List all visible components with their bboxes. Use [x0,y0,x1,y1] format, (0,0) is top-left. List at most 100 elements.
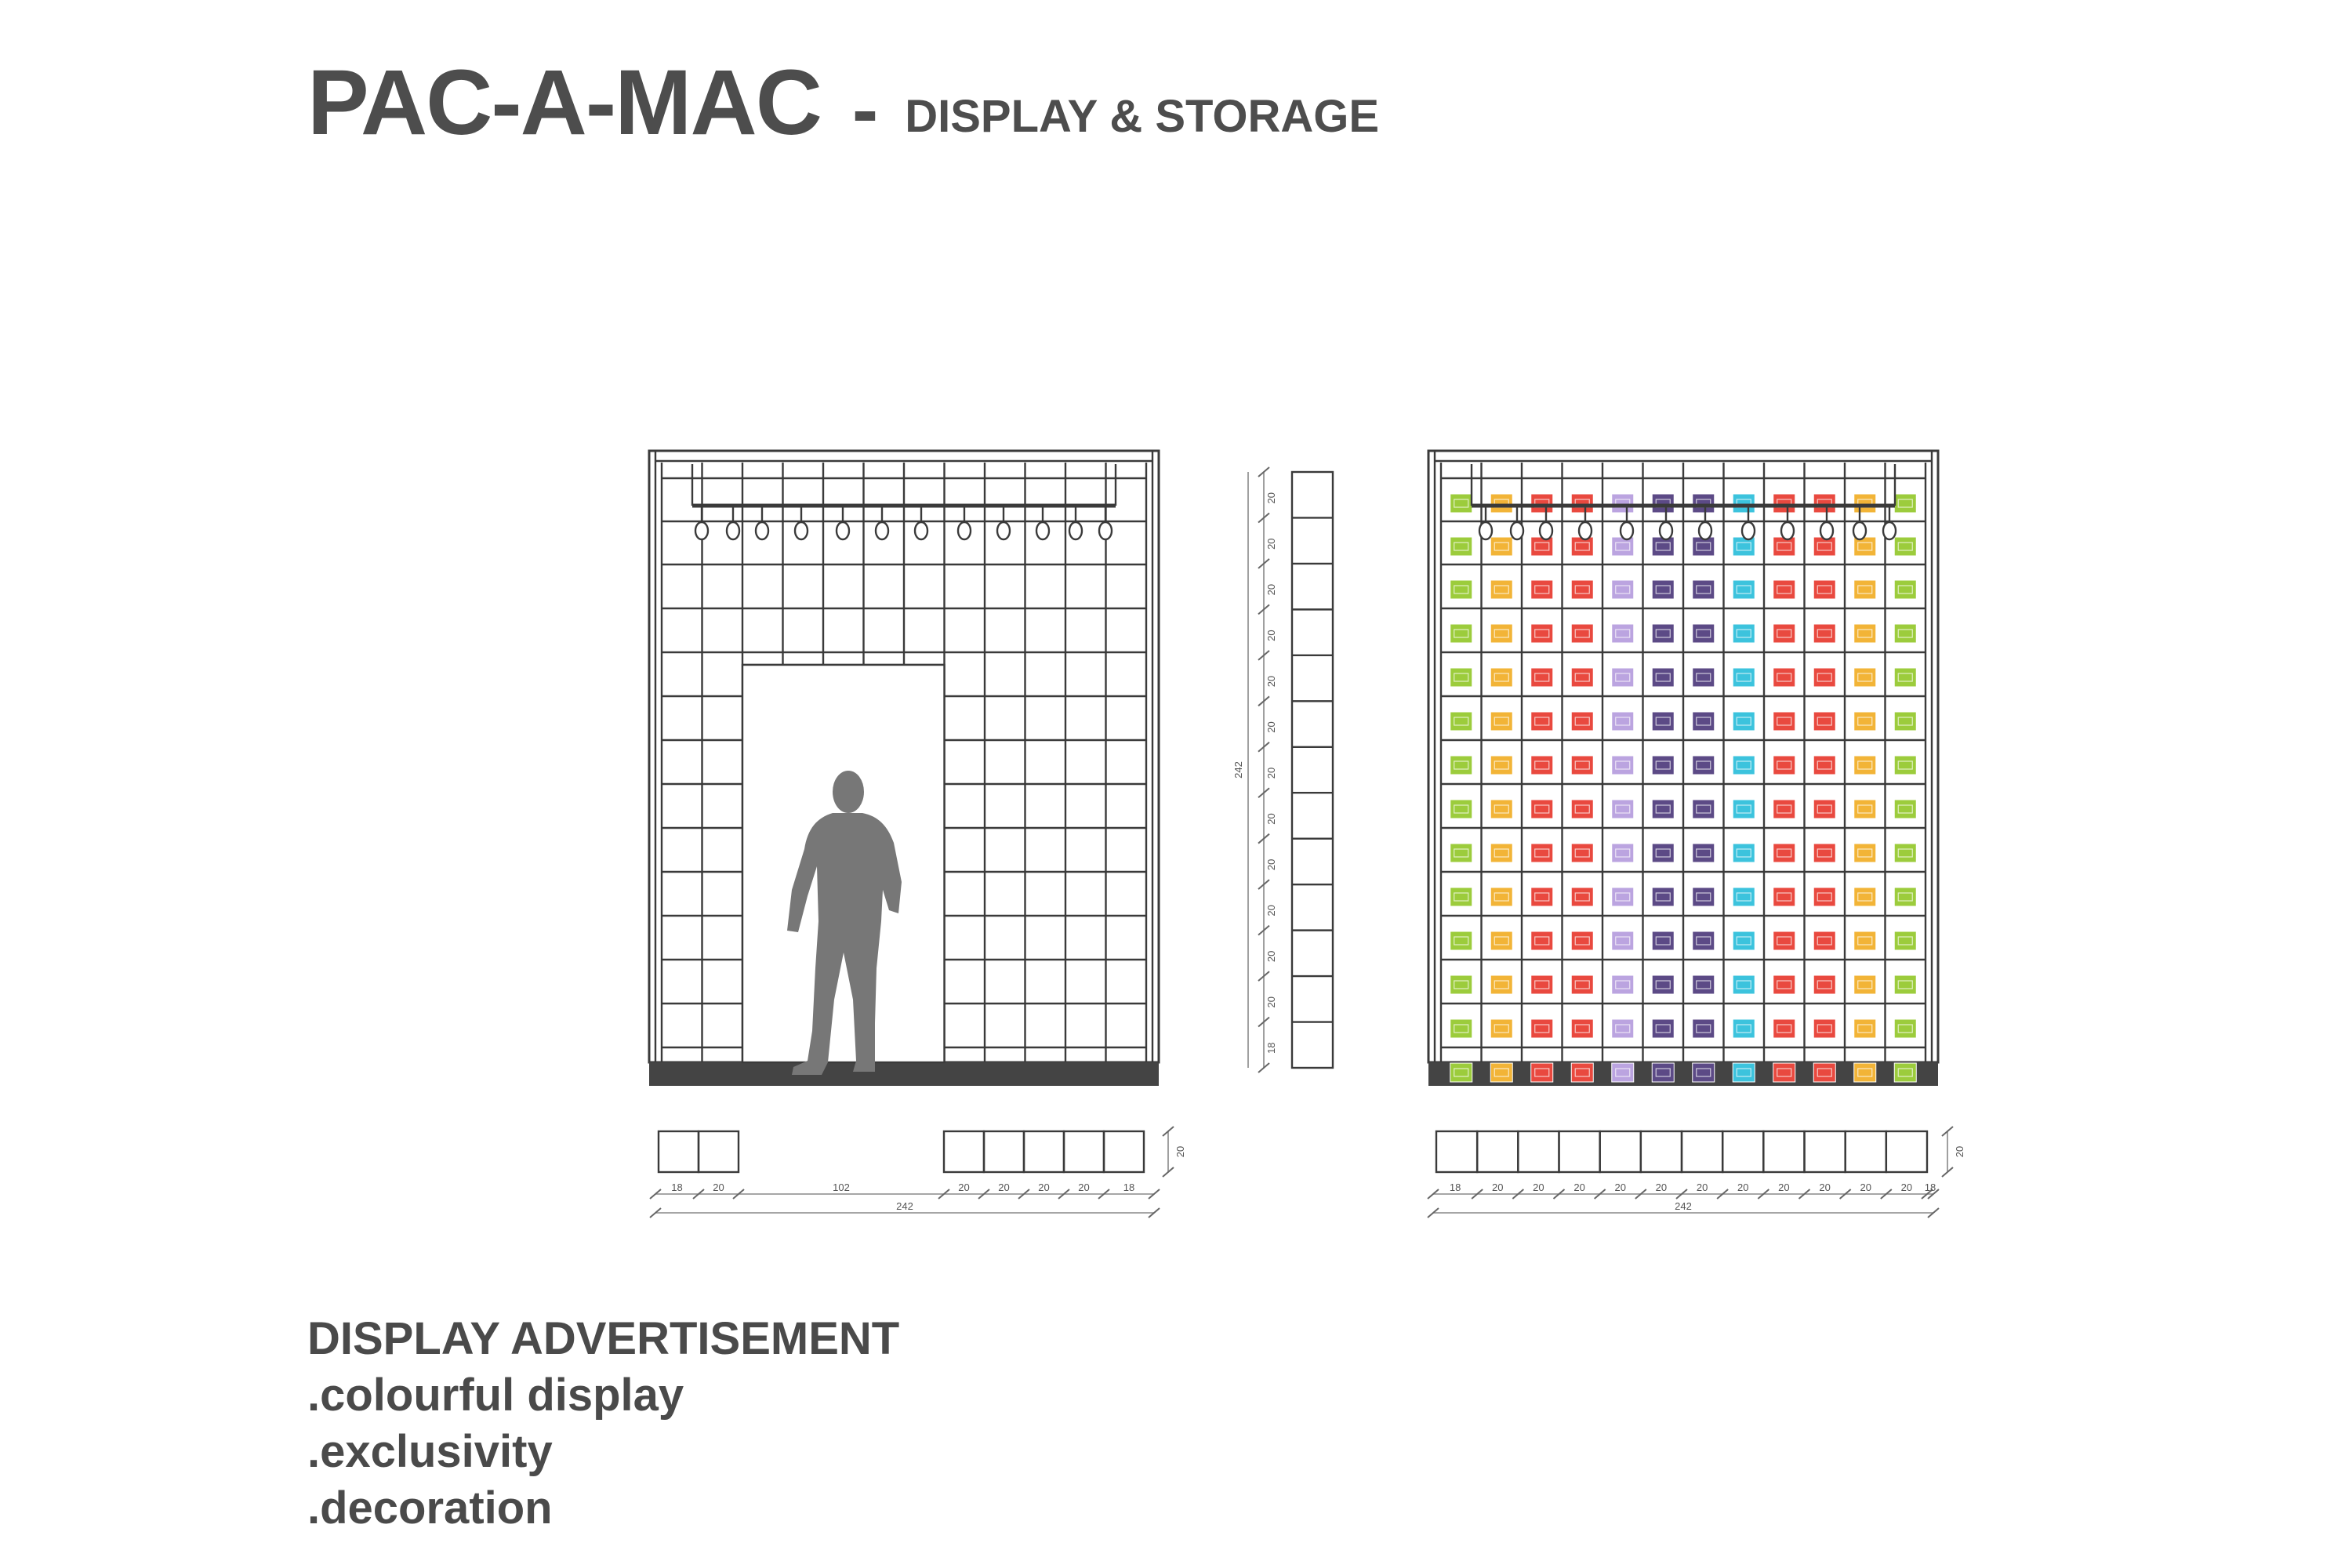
display-box-label [1574,1068,1590,1077]
display-box-label [1534,542,1550,551]
side-dimension-label: 20 [1265,721,1277,732]
display-box-label [1857,717,1873,726]
display-box-label [1454,804,1469,814]
display-box-label [1817,1068,1832,1077]
display-box-label [1897,760,1913,770]
display-box [1853,667,1877,688]
display-box [1651,493,1675,514]
display-box [1773,887,1796,907]
side-dimension-label: 20 [1265,676,1277,687]
display-box-label [1777,1024,1792,1033]
display-box-label [1534,1024,1550,1033]
display-box [1692,579,1715,600]
display-box [1530,579,1554,600]
display-box [1773,843,1796,863]
display-box-label [1857,892,1873,902]
left-plan-cell [982,1130,1025,1174]
display-box-label [1454,980,1469,989]
display-box [1773,667,1796,688]
display-box-label [1817,1024,1832,1033]
right-plan-width-tick [1921,1189,1933,1200]
display-box [1692,931,1715,951]
display-box [1490,711,1513,731]
left-spotlight [1098,521,1113,541]
display-box [1611,843,1635,863]
display-box [1651,975,1675,995]
display-box [1530,1018,1554,1039]
display-box-label [1777,542,1792,551]
display-box-label [1736,673,1751,682]
display-box-label [1777,760,1792,770]
right-plan-cell [1517,1130,1560,1174]
display-box [1651,887,1675,907]
display-box-label [1897,717,1913,726]
display-box [1893,711,1917,731]
left-plan-width-tick [978,1189,990,1200]
right-plan-cell [1558,1130,1601,1174]
side-dimension-label: 20 [1265,492,1277,503]
display-box [1732,536,1755,557]
display-box-label [1534,717,1550,726]
display-box-label [1696,542,1711,551]
display-box-label [1454,673,1469,682]
right-plan-width-label: 20 [1615,1181,1626,1193]
left-spotlight [793,521,809,541]
display-box [1853,887,1877,907]
display-box [1893,493,1917,514]
display-box [1813,975,1836,995]
display-box [1570,1062,1594,1083]
display-box [1692,711,1715,731]
right-spotlight [1478,521,1494,541]
right-plan-width-tick [1798,1189,1811,1200]
display-box [1530,623,1554,644]
display-box-label [1696,936,1711,946]
display-box [1570,667,1594,688]
display-box [1732,667,1755,688]
display-box [1893,536,1917,557]
right-plan-width-tick [1880,1189,1893,1200]
display-box-label [1857,848,1873,858]
display-box-label [1897,499,1913,508]
display-box-label [1534,629,1550,638]
display-box-label [1534,585,1550,594]
left-plan-width-tick [1148,1189,1160,1200]
left-plan-cell [657,1130,700,1174]
left-plan-width-tick [649,1189,662,1200]
right-plan-width-tick [1471,1189,1483,1200]
caption-item: .decoration [307,1483,553,1534]
display-box-label [1736,892,1751,902]
display-box [1732,623,1755,644]
display-box-label [1615,629,1631,638]
display-box [1732,755,1755,775]
side-dimension-label: 20 [1265,584,1277,595]
display-box-label [1655,1024,1671,1033]
display-box [1530,843,1554,863]
display-box [1692,493,1715,514]
display-box-label [1696,1068,1711,1077]
display-box-label [1615,848,1631,858]
display-box [1530,887,1554,907]
left-plan-width-tick [1018,1189,1030,1200]
display-box-label [1494,717,1509,726]
display-box [1651,931,1675,951]
display-box [1813,623,1836,644]
display-box-label [1615,717,1631,726]
display-box [1893,975,1917,995]
right-plan-cell [1885,1130,1929,1174]
display-box [1530,1062,1554,1083]
right-plan-cell [1639,1130,1683,1174]
side-dimension-tick [1258,558,1270,569]
display-box-label [1777,980,1792,989]
display-box-label [1897,848,1913,858]
display-box [1490,579,1513,600]
right-plan-width-label: 20 [1573,1181,1584,1193]
display-box-label [1857,673,1873,682]
side-dimension-tick [1258,512,1270,524]
right-plan-depth-tick [1941,1167,1954,1178]
display-box-label [1615,892,1631,902]
display-box-label [1574,673,1590,682]
display-box [1570,536,1594,557]
side-dimension-tick [1258,879,1270,890]
display-box-label [1534,673,1550,682]
display-box-label [1817,585,1832,594]
